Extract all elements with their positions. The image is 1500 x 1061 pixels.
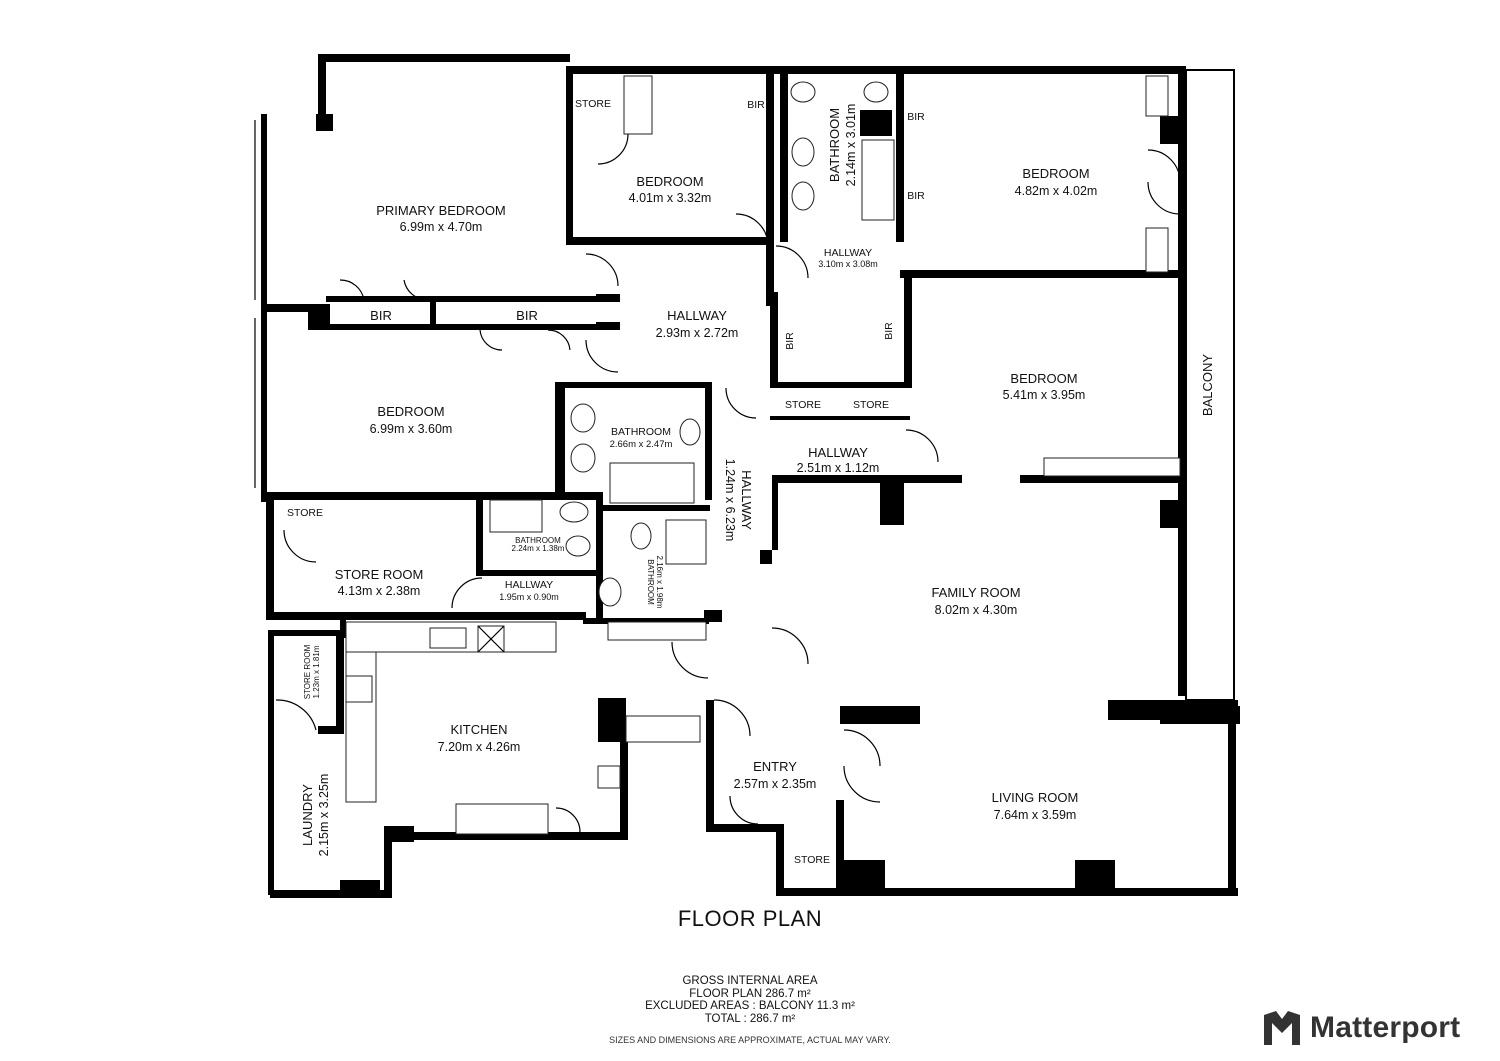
bedroom-right-top-dims: 4.82m x 4.02m [1015,184,1098,198]
bathroom-center-dims: 2.66m x 2.47m [610,439,673,450]
bathroom-small-name: BATHROOM [515,536,561,545]
laundry-name: LAUNDRY [300,784,315,846]
disclaimer: SIZES AND DIMENSIONS ARE APPROXIMATE, AC… [609,1035,891,1045]
store-room-small-name: STORE ROOM [303,644,312,699]
store-room-name: STORE ROOM [335,567,424,582]
walls [261,54,1240,898]
bir-tag-right-1: BIR [907,111,925,123]
hallway-tiny-dims: 1.95m x 0.90m [499,592,559,602]
kitchen-name: KITCHEN [450,722,507,737]
hallway-mid-dims: 2.51m x 1.12m [797,461,880,475]
hallway-long-name: HALLWAY [739,470,754,530]
entry-name: ENTRY [753,759,797,774]
bir-tag-hall-2: BIR [883,322,895,340]
store-tag-hall-2: STORE [853,399,889,411]
brand-name: Matterport [1310,1011,1461,1044]
bathroom-top-name: BATHROOM [827,108,842,182]
primary-bedroom-name: PRIMARY BEDROOM [376,203,506,218]
area-line-floor: FLOOR PLAN 286.7 m² [689,987,811,1000]
store-room-dims: 4.13m x 2.38m [338,584,421,598]
hallway-mid-name: HALLWAY [808,445,868,460]
bir-tag-top: BIR [747,99,765,111]
hallway-center-name: HALLWAY [667,308,727,323]
bedroom-right-top-name: BEDROOM [1022,166,1089,181]
hallway-tiny-name: HALLWAY [505,579,553,591]
store-tag-hall-1: STORE [785,399,821,411]
bedroom-left-name: BEDROOM [377,404,444,419]
hallway-small-dims: 3.10m x 3.08m [818,259,878,269]
bedroom-right-mid-name: BEDROOM [1010,371,1077,386]
hallway-small-name: HALLWAY [824,247,872,259]
plan-title: FLOOR PLAN [677,906,823,931]
bir-tag-center: BIR [516,308,538,323]
bedroom-top-dims: 4.01m x 3.32m [629,191,712,205]
balcony-name: BALCONY [1200,354,1215,416]
room-labels: PRIMARY BEDROOM 6.99m x 4.70m BEDROOM 4.… [300,104,1215,857]
store-tag-top: STORE [575,98,611,110]
bathroom-top-dims: 2.14m x 3.01m [844,104,858,187]
family-room-name: FAMILY ROOM [931,585,1020,600]
area-summary: GROSS INTERNAL AREA FLOOR PLAN 286.7 m² … [560,975,940,1025]
closet-tags: STORE STORE STORE STORE STORE BIR BIR BI… [287,98,925,866]
matterport-logo-icon [1264,1011,1300,1045]
area-line-gross: GROSS INTERNAL AREA [682,975,818,987]
area-line-total: TOTAL : 286.7 m² [704,1012,796,1025]
brand-logo: Matterport [1262,1008,1492,1048]
family-room-dims: 8.02m x 4.30m [935,603,1018,617]
laundry-dims: 2.15m x 3.25m [317,774,331,857]
primary-bedroom-dims: 6.99m x 4.70m [400,220,483,234]
bir-tag-hall-1: BIR [784,332,796,350]
area-line-excluded: EXCLUDED AREAS : BALCONY 11.3 m² [645,1000,855,1012]
hallway-long-dims: 1.24m x 6.23m [723,459,737,542]
entry-dims: 2.57m x 2.35m [734,777,817,791]
store-tag-entry: STORE [794,854,830,866]
bedroom-right-mid-dims: 5.41m x 3.95m [1003,388,1086,402]
kitchen-dims: 7.20m x 4.26m [438,740,521,754]
hallway-center-dims: 2.93m x 2.72m [656,326,739,340]
bir-tag-right-2: BIR [907,190,925,202]
living-room-name: LIVING ROOM [992,790,1079,805]
store-room-small-dims: 1.23m x 1.81m [312,645,321,698]
bathroom-vert-dims: 2.16m x 1.98m [655,556,664,609]
bedroom-top-name: BEDROOM [636,174,703,189]
bedroom-left-dims: 6.99m x 3.60m [370,422,453,436]
bathroom-center-name: BATHROOM [611,426,671,438]
store-tag-left: STORE [287,507,323,519]
bathroom-vert-name: BATHROOM [646,559,655,605]
bathroom-small-dims: 2.24m x 1.38m [512,544,565,553]
living-room-dims: 7.64m x 3.59m [994,808,1077,822]
fixtures [254,75,1233,885]
bir-tag-left: BIR [370,308,392,323]
